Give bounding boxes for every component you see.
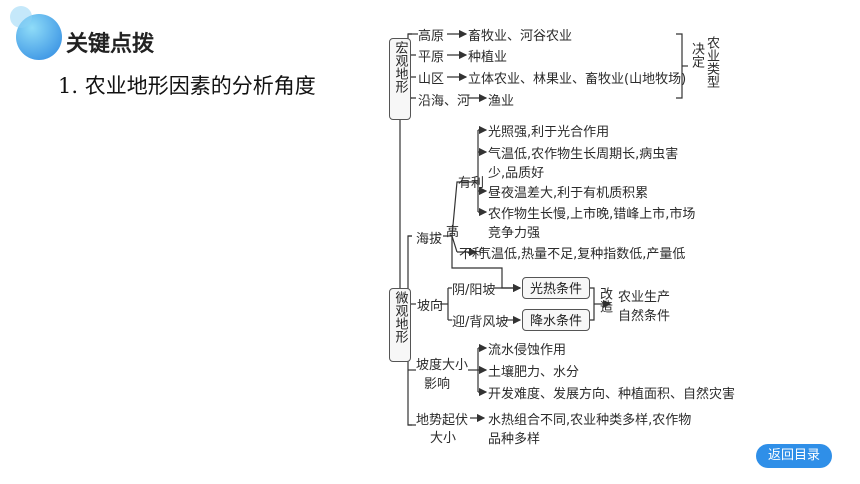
relief-label: 地势起伏 — [416, 413, 469, 428]
favorable-item-2: 气温低,农作物生长周期长,病虫害 — [488, 147, 679, 162]
precipitation-label: 降水条件 — [529, 314, 582, 329]
micro-terrain-label: 微观地形 — [392, 291, 408, 343]
back-to-contents-button[interactable]: 返回目录 — [756, 444, 832, 468]
sunny-shady-slope: 阴/阳坡 — [452, 283, 496, 298]
favorable-item-4: 农作物生长慢,上市晚,错峰上市,市场 — [488, 207, 696, 222]
favorable-item-3: 昼夜温差大,利于有机质积累 — [488, 186, 649, 201]
result-plain: 种植业 — [468, 50, 508, 65]
slope-size-item-2: 土壤肥力、水分 — [488, 365, 580, 380]
macro-terrain-label: 宏观地形 — [392, 41, 408, 93]
decorative-circle-small — [10, 6, 32, 28]
favorable-label: 有利 — [458, 176, 485, 191]
precipitation-box: 降水条件 — [522, 309, 590, 331]
micro-terrain-box: 微观地形 — [389, 288, 411, 362]
natural-conditions-line1: 农业生产 — [618, 290, 671, 305]
result-plateau: 畜牧业、河谷农业 — [468, 29, 573, 44]
slope-size-influence: 影响 — [424, 377, 451, 392]
agri-type-label: 农业类型 — [704, 36, 719, 88]
relief-size: 大小 — [430, 431, 457, 446]
terrain-mountain: 山区 — [418, 72, 445, 87]
slope-size-label: 坡度大小 — [416, 358, 469, 373]
favorable-item-2-cont: 少,品质好 — [488, 166, 545, 181]
terrain-coast: 沿海、河 — [418, 94, 471, 109]
altitude-high: 高 — [446, 225, 460, 240]
slope-direction-label: 坡向 — [417, 299, 444, 314]
heat-light-box: 光热条件 — [522, 277, 590, 299]
result-mountain: 立体农业、林果业、畜牧业(山地牧场) — [468, 72, 687, 87]
unfavorable-label: 不利 — [459, 247, 486, 262]
section-title: 关键点拨 — [66, 32, 155, 57]
decide-label: 决定 — [689, 42, 704, 68]
unfavorable-item: 气温低,热量不足,复种指数低,产量低 — [478, 247, 686, 262]
heat-light-label: 光热条件 — [529, 282, 582, 297]
slope-size-item-1: 流水侵蚀作用 — [488, 343, 567, 358]
altitude-label: 海拔 — [416, 232, 443, 247]
terrain-plain: 平原 — [418, 50, 445, 65]
relief-item-line2: 品种多样 — [488, 432, 541, 447]
modify-label: 改造 — [597, 287, 612, 313]
relief-item-line1: 水热组合不同,农业种类多样,农作物 — [488, 413, 692, 428]
natural-conditions-line2: 自然条件 — [618, 309, 671, 324]
macro-terrain-box: 宏观地形 — [389, 38, 411, 120]
terrain-plateau: 高原 — [418, 29, 445, 44]
favorable-item-1: 光照强,利于光合作用 — [488, 125, 610, 140]
result-coast: 渔业 — [488, 94, 515, 109]
favorable-item-4-cont: 竞争力强 — [488, 226, 541, 241]
page-heading: 1. 农业地形因素的分析角度 — [58, 74, 316, 98]
slope-size-item-3: 开发难度、发展方向、种植面积、自然灾害 — [488, 387, 736, 402]
windward-leeward-slope: 迎/背风坡 — [452, 315, 509, 330]
